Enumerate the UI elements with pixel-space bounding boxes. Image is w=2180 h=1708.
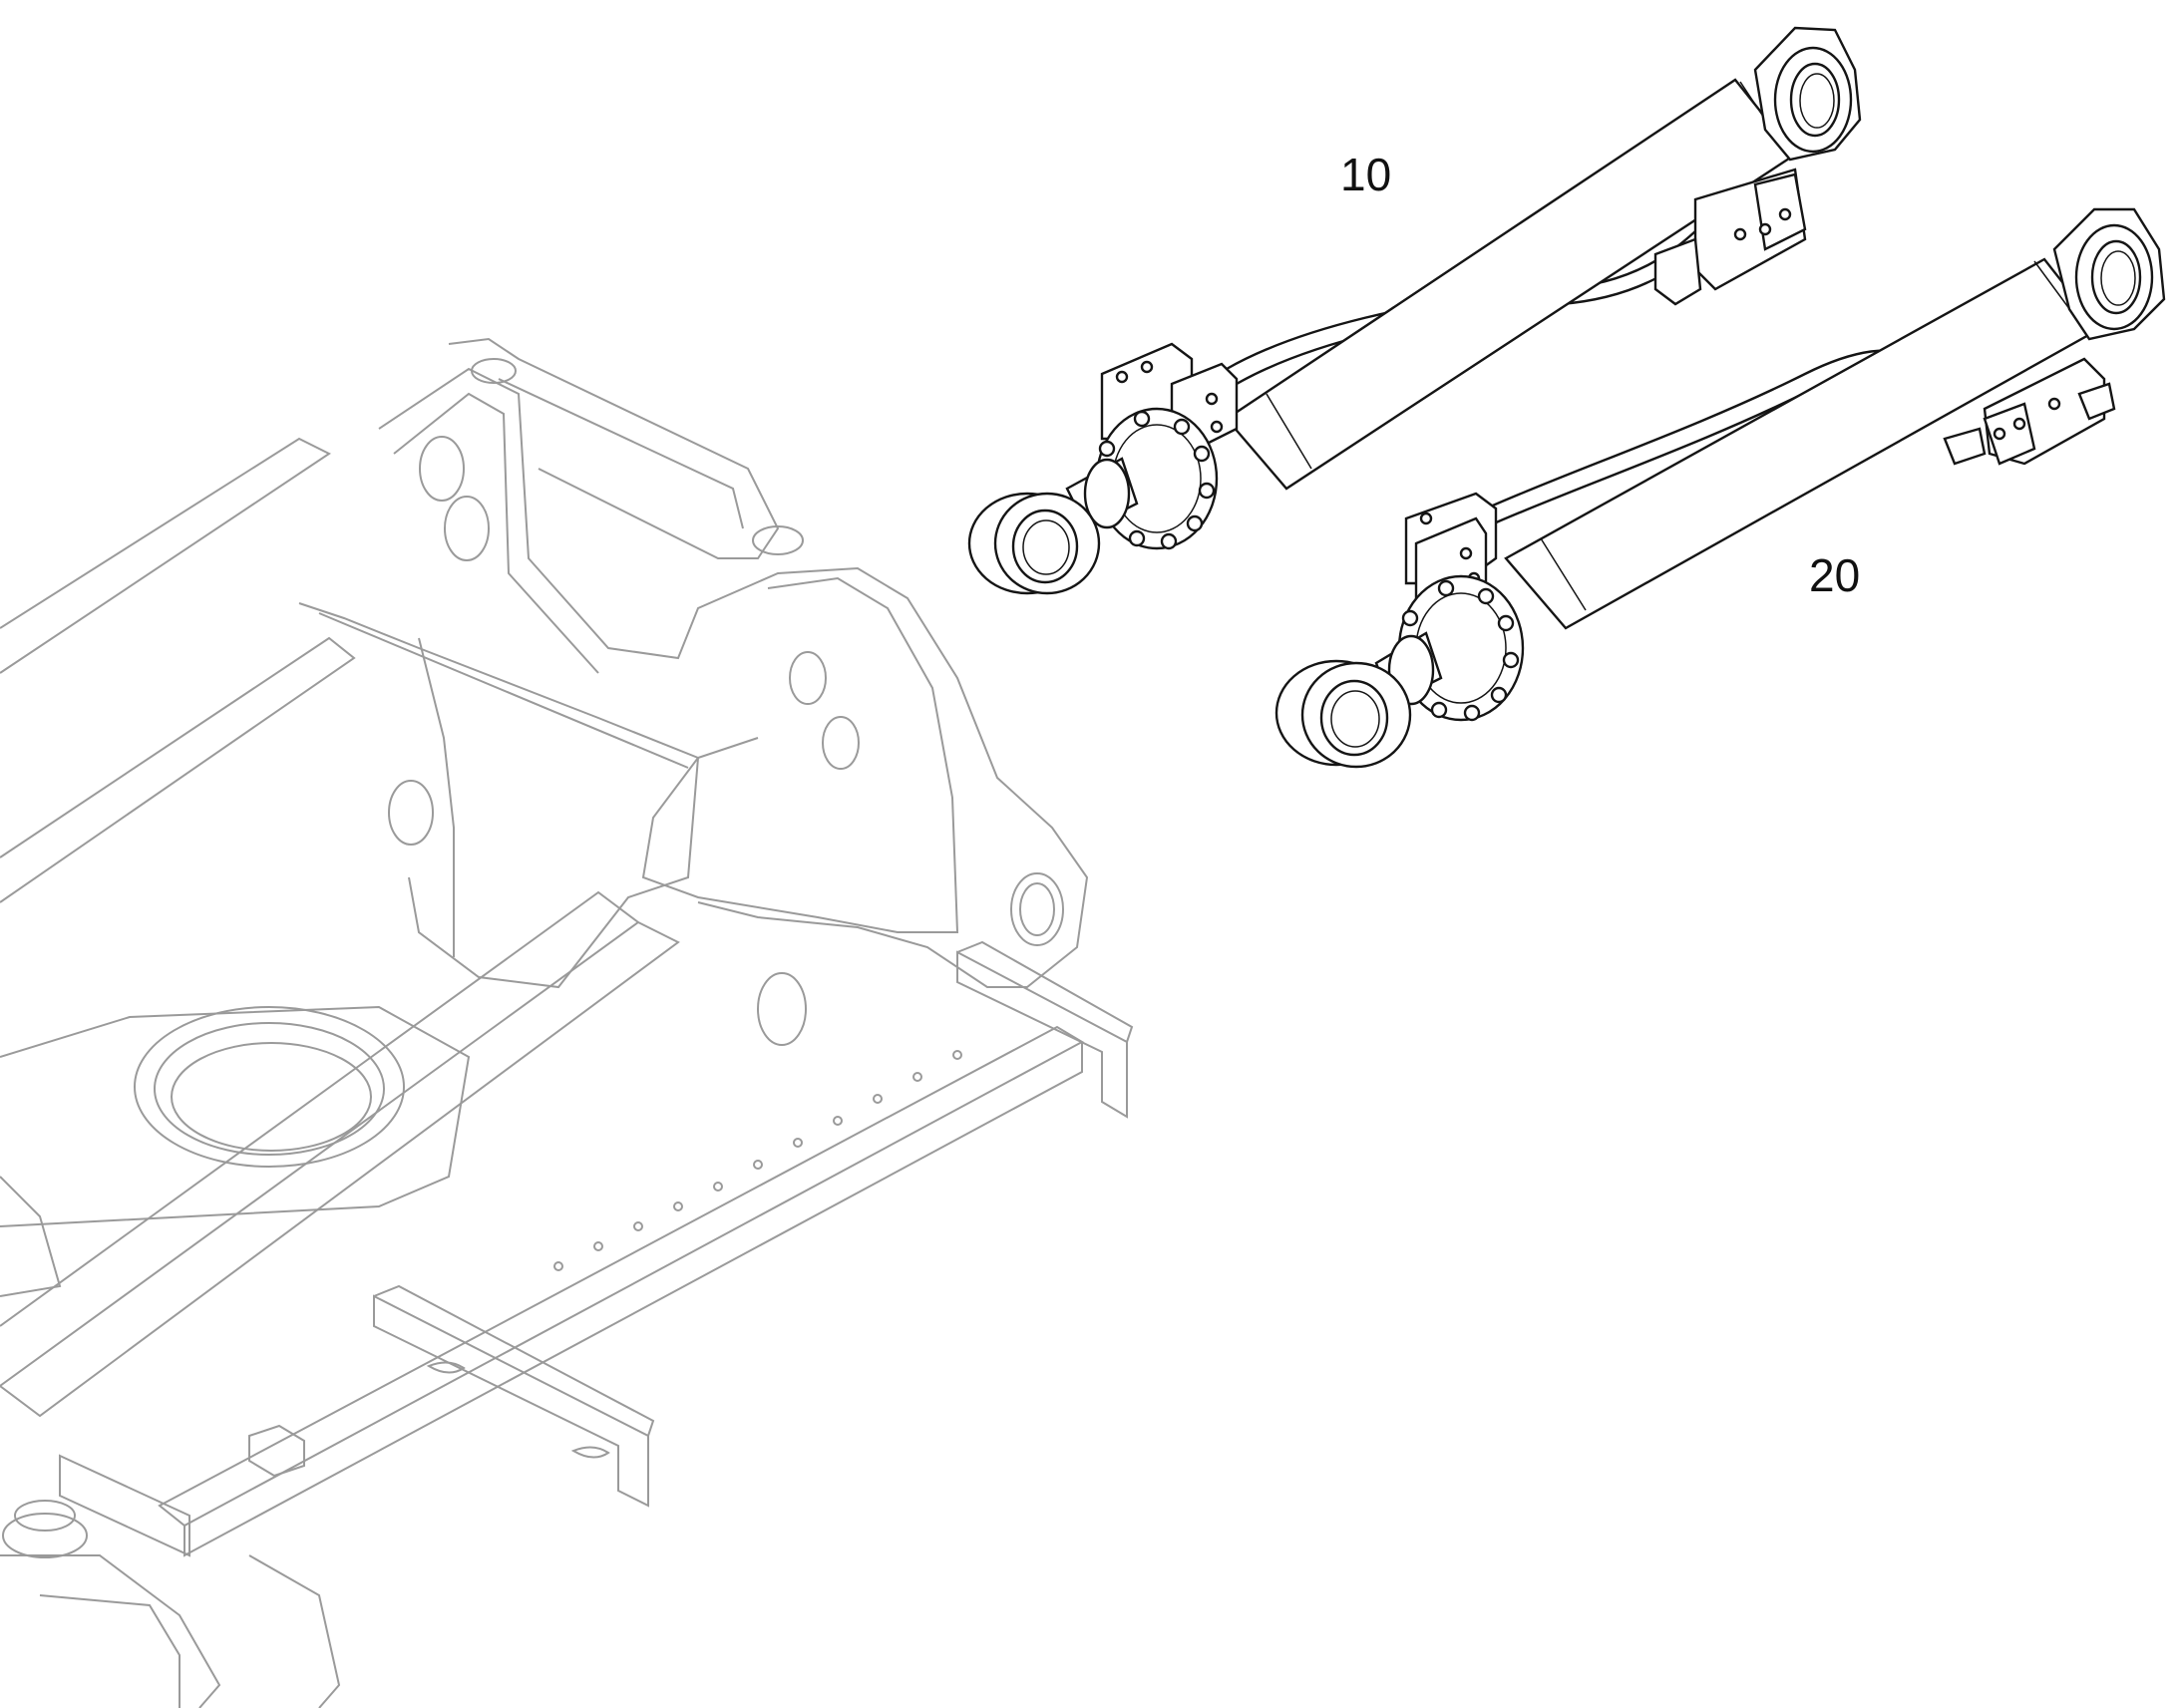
frame-inner-edge: [318, 612, 689, 769]
frame-small-block: [248, 1424, 305, 1478]
bolt: [1733, 227, 1747, 241]
frame-lower-box-2: [0, 1176, 62, 1297]
callout-label-10: 10: [1340, 149, 1392, 200]
frame-slot: [570, 1446, 610, 1459]
barrel-band: [1540, 537, 1587, 611]
frame-lower-rail-face: [183, 1042, 1083, 1557]
frame-lower-rail: [158, 1025, 1085, 1528]
bolt: [1210, 420, 1224, 434]
cylinder-lower: [1274, 207, 2166, 769]
frame-cross-beam-left: [59, 1454, 190, 1557]
frame-left-rail-lower: [0, 636, 356, 903]
rod-collar: [1083, 458, 1131, 529]
frame-slew-ring-inner: [154, 1022, 385, 1156]
frame-lower-box: [0, 1005, 471, 1227]
frame-hole: [757, 972, 807, 1046]
frame-hole: [444, 496, 490, 561]
frame-diagonal-beam-inner: [0, 890, 639, 1327]
bolt: [1778, 207, 1792, 221]
bolt: [1758, 222, 1772, 236]
rod-eye-bore-inner: [1330, 690, 1380, 748]
rear-eye-bore-inner: [2100, 250, 2136, 306]
bolt: [2047, 397, 2061, 411]
frame-cross-beam-right-top: [956, 940, 1134, 1043]
barrel-band: [1266, 393, 1312, 470]
frame-cross-beam-mid-top: [373, 1284, 655, 1437]
rear-fitting: [2077, 382, 2116, 421]
frame-left-rail: [0, 437, 331, 674]
frame-bottom-plate-inner: [39, 1594, 181, 1708]
frame-pivot-tower-inner: [393, 392, 599, 674]
frame-slot: [426, 1361, 466, 1374]
frame-tower-plate: [641, 576, 959, 933]
frame-diagonal-beam: [0, 920, 680, 1418]
frame-hole: [1010, 872, 1064, 946]
callout-label-20: 20: [1809, 549, 1861, 601]
frame-pivot-tower: [378, 367, 1089, 988]
frame-hole: [419, 436, 465, 502]
frame-slew-ring: [134, 1006, 405, 1168]
bolt: [1115, 370, 1129, 384]
frame-slew-ring-bore: [171, 1042, 372, 1152]
rear-fitting: [1943, 427, 1987, 466]
frame-hole: [1019, 882, 1055, 936]
frame-bottom-right-block: [248, 1554, 341, 1708]
frame-foot-pad-top: [14, 1500, 76, 1532]
bolt: [1459, 546, 1473, 560]
frame-top-port: [471, 358, 517, 384]
chassis-frame: [0, 337, 1134, 1708]
bolt: [2012, 417, 2026, 431]
cylinder-upper: [967, 26, 1862, 595]
bolt: [1205, 392, 1219, 406]
frame-bottom-plate: [0, 1554, 221, 1708]
frame-inner-volume: [298, 602, 700, 989]
frame-top-box: [448, 337, 780, 559]
bolt: [1993, 427, 2006, 441]
bolt: [1140, 360, 1154, 374]
rear-fitting: [1653, 237, 1702, 306]
frame-hole: [822, 716, 860, 770]
frame-hole: [388, 780, 434, 846]
frame-inner-edge: [418, 637, 455, 957]
rod-eye-bore-inner: [1022, 519, 1070, 575]
frame-hole: [789, 651, 827, 705]
frame-rivet-row: [553, 1050, 962, 1271]
frame-foot-pad: [2, 1513, 88, 1558]
frame-top-box-inner: [498, 378, 744, 529]
frame-top-port: [752, 525, 804, 555]
bolt: [1419, 512, 1433, 525]
rear-eye-bore-inner: [1799, 73, 1835, 129]
